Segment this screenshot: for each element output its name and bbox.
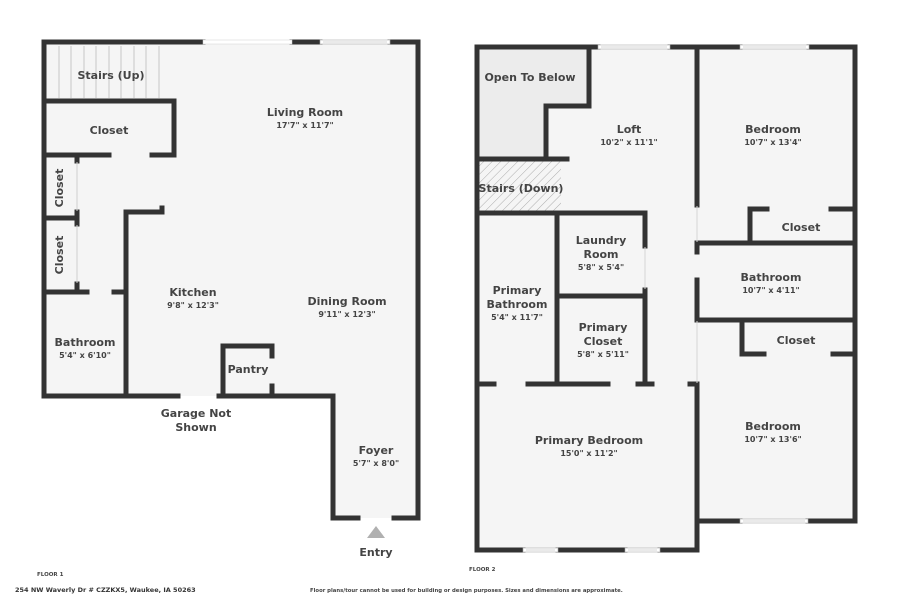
room-bedroom-top-label: Bedroom [745,123,801,136]
room-primary-bathroom-dim: 5'4" x 11'7" [491,313,543,322]
entry-arrow-icon [367,526,385,538]
room-bedroom-bottom-dim: 10'7" x 13'6" [744,435,801,444]
floor-1-windows [202,39,391,45]
room-laundry-label-line-1: Laundry [576,234,627,247]
room-laundry-label-line-2: Room [583,248,618,261]
room-stairs-down-label: Stairs (Down) [479,182,564,195]
floor-2-door-lines [644,206,698,383]
garage-note-line-2: Shown [175,421,216,434]
room-bedroom-bottom-label: Bedroom [745,420,801,433]
room-primary-bathroom-label-line-1: Primary [493,284,542,297]
property-address: 254 NW Waverly Dr # CZZKX5, Waukee, IA 5… [15,586,196,594]
room-bathroom-dim: 5'4" x 6'10" [59,351,111,360]
room-loft-dim: 10'2" x 11'1" [600,138,657,147]
room-living-room-label: Living Room [267,106,343,119]
room-kitchen-dim: 9'8" x 12'3" [167,301,219,310]
room-foyer-label: Foyer [359,444,394,457]
room-dining-room-dim: 9'11" x 12'3" [318,310,375,319]
floor-2-plan: Open To Below Stairs (Down) Loft 10'2" x… [474,44,858,553]
floor-2-caption: FLOOR 2 [469,567,496,573]
open-to-below-area [479,49,589,158]
garage-note-line-1: Garage Not [161,407,232,420]
stairs-up-treads [58,46,160,98]
room-primary-bathroom-label-line-2: Bathroom [487,298,548,311]
floor-2-windows [522,44,810,553]
stairs-down-hatch [479,160,561,211]
room-open-to-below-label: Open To Below [484,71,575,84]
room-living-room-dim: 17'7" x 11'7" [276,121,333,130]
room-bathroom-dim: 10'7" x 4'11" [742,286,799,295]
room-closet-mid-label: Closet [777,334,816,347]
room-primary-bedroom-label: Primary Bedroom [535,434,643,447]
room-primary-closet-label-line-2: Closet [584,335,623,348]
room-bathroom-label: Bathroom [55,336,116,349]
room-closet-top-label: Closet [782,221,821,234]
room-pantry-label: Pantry [228,363,269,376]
room-kitchen-label: Kitchen [169,286,216,299]
room-dining-room-label: Dining Room [307,295,386,308]
room-foyer-dim: 5'7" x 8'0" [353,459,399,468]
room-laundry-dim: 5'8" x 5'4" [578,263,624,272]
floor-1-plan: Stairs (Up) Closet Closet Closet Living … [41,39,421,559]
floor-1-area [44,42,418,518]
room-bathroom-label: Bathroom [741,271,802,284]
room-loft-label: Loft [617,123,642,136]
room-primary-bedroom-dim: 15'0" x 11'2" [560,449,617,458]
floor-2-area [477,47,855,550]
room-primary-closet-label-line-1: Primary [579,321,628,334]
entry-label: Entry [359,546,392,559]
room-closet-side-2-label: Closet [53,236,66,275]
room-primary-closet-dim: 5'8" x 5'11" [577,350,629,359]
floor-1-walls [41,39,421,521]
floor-1-caption: FLOOR 1 [37,572,64,578]
room-closet-top-label: Closet [90,124,129,137]
disclaimer-text: Floor plans/tour cannot be used for buil… [310,588,623,594]
room-stairs-up-label: Stairs (Up) [77,69,144,82]
room-closet-side-1-label: Closet [53,169,66,208]
floor-2-walls [474,44,858,553]
room-bedroom-top-dim: 10'7" x 13'4" [744,138,801,147]
